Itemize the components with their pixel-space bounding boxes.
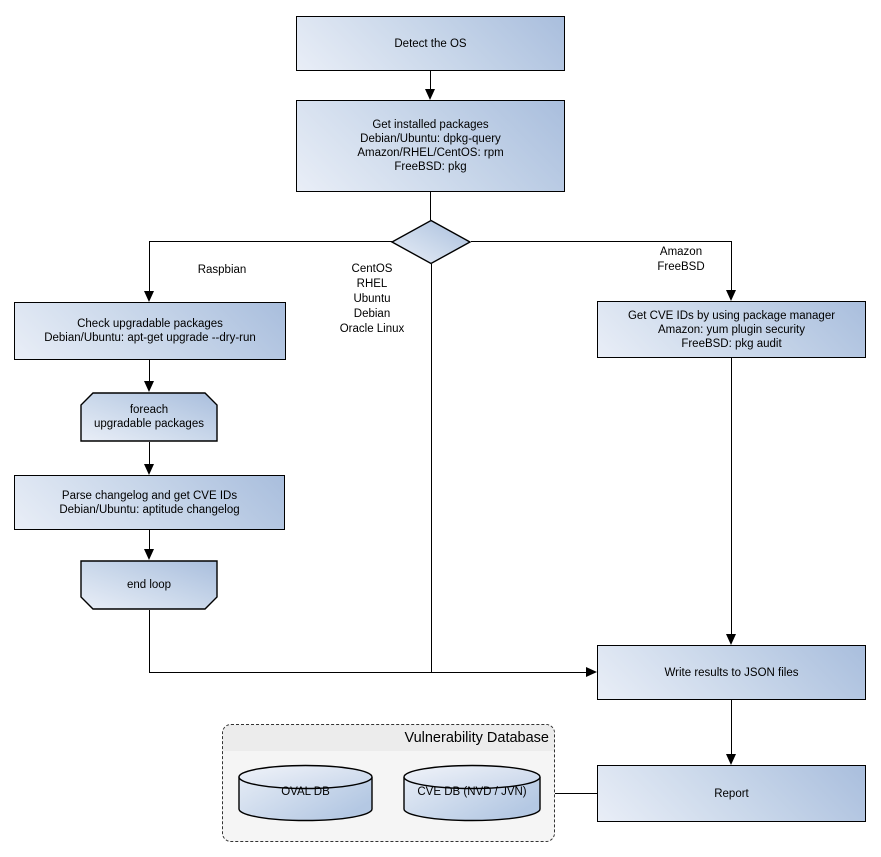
flowchart-node-report: Report	[597, 765, 866, 822]
flowchart-node-detect-os: Detect the OS	[296, 16, 565, 71]
arrowhead-down-icon	[144, 549, 154, 560]
connector-endloop-down	[149, 610, 151, 673]
node-text: Parse changelog and get CVE IDs Debian/U…	[59, 489, 240, 516]
arrowhead-down-icon	[425, 89, 435, 100]
loop-end-shape	[80, 560, 218, 610]
flowchart-node-write-json: Write results to JSON files	[597, 645, 866, 700]
flowchart-node-parse-changelog: Parse changelog and get CVE IDs Debian/U…	[14, 475, 285, 530]
node-label: CVE DB (NVD / JVN)	[417, 786, 527, 798]
arrowhead-down-icon	[726, 634, 736, 645]
connector-foreach-to-parse	[149, 442, 151, 465]
arrowhead-down-icon	[144, 381, 154, 392]
flowchart-node-cve-db: CVE DB (NVD / JVN)	[403, 764, 541, 822]
connector-diamond-right	[471, 241, 731, 243]
flowchart-node-foreach-loop: foreach upgradable packages	[80, 392, 218, 442]
connector-merge-to-write	[149, 672, 587, 674]
connector-right-down	[731, 241, 733, 291]
connector-getcve-to-write	[731, 358, 733, 635]
arrowhead-down-icon	[144, 464, 154, 475]
branch-label-yum-distros: CentOS RHEL Ubuntu Debian Oracle Linux	[339, 263, 405, 335]
connector-diamond-left	[149, 241, 392, 243]
database-cylinder-icon	[403, 764, 541, 822]
arrowhead-down-icon	[726, 290, 736, 301]
connector-db-to-report	[555, 793, 597, 795]
branch-label-raspbian: Raspbian	[197, 264, 247, 276]
flowchart-node-get-cve-ids: Get CVE IDs by using package manager Ama…	[597, 301, 866, 358]
node-text: Check upgradable packages Debian/Ubuntu:…	[44, 318, 256, 344]
vulnerability-database-header: Vulnerability Database	[223, 725, 554, 751]
flowchart-node-end-loop: end loop	[80, 560, 218, 610]
node-label: Write results to JSON files	[664, 666, 799, 679]
arrowhead-down-icon	[144, 291, 154, 302]
flowchart-node-oval-db: OVAL DB	[238, 764, 373, 822]
node-text: foreach upgradable packages	[94, 404, 204, 430]
node-text: Get installed packages Debian/Ubuntu: dp…	[357, 119, 504, 173]
node-text: Get CVE IDs by using package manager Ama…	[627, 309, 836, 350]
node-text: end loop	[126, 579, 172, 591]
flowchart-node-check-upgradable: Check upgradable packages Debian/Ubuntu:…	[14, 302, 286, 360]
branch-label-amazon-freebsd: Amazon FreeBSD	[657, 246, 705, 273]
flowchart-node-get-installed-packages: Get installed packages Debian/Ubuntu: dp…	[296, 100, 565, 192]
flowchart-decision-diamond	[390, 219, 472, 265]
connector-middle-down	[431, 264, 433, 673]
diamond-shape	[390, 219, 472, 265]
connector-detect-to-packages	[430, 71, 432, 91]
node-label: Detect the OS	[394, 37, 467, 50]
arrowhead-right-icon	[586, 667, 597, 677]
connector-write-to-report	[731, 700, 733, 755]
connector-parse-to-endloop	[149, 530, 151, 550]
connector-packages-to-diamond	[430, 192, 432, 220]
node-label: Report	[714, 787, 749, 800]
node-label: OVAL DB	[281, 786, 330, 798]
loop-begin-shape	[80, 392, 218, 442]
connector-left-down	[149, 241, 151, 292]
connector-check-to-foreach	[149, 360, 151, 382]
database-cylinder-icon	[238, 764, 373, 822]
arrowhead-down-icon	[726, 754, 736, 765]
container-title: Vulnerability Database	[404, 730, 549, 746]
